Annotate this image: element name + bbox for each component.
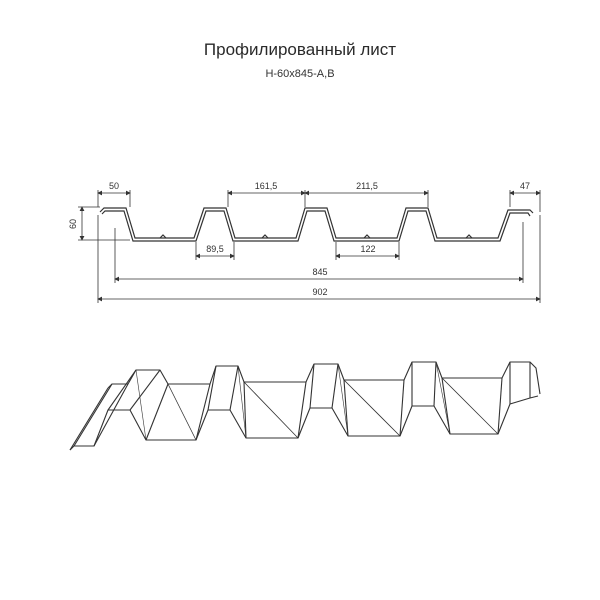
dim-label-902: 902	[312, 287, 327, 297]
dim-label-122: 122	[360, 244, 375, 254]
drawing-subtitle: Н-60х845-А,В	[265, 68, 335, 80]
dim-label-845: 845	[312, 267, 327, 277]
dim-label-89-5: 89,5	[206, 244, 224, 254]
dim-label-47: 47	[520, 181, 530, 191]
dimension-lines	[78, 190, 541, 303]
cross-section-profile	[99, 207, 534, 242]
dim-label-50: 50	[109, 181, 119, 191]
dim-label-211-5: 211,5	[356, 181, 378, 191]
dim-label-60: 60	[68, 219, 78, 229]
drawing-title: Профилированный лист	[203, 40, 397, 59]
dim-label-161-5: 161,5	[255, 181, 278, 191]
isometric-sheet-view	[69, 361, 541, 451]
